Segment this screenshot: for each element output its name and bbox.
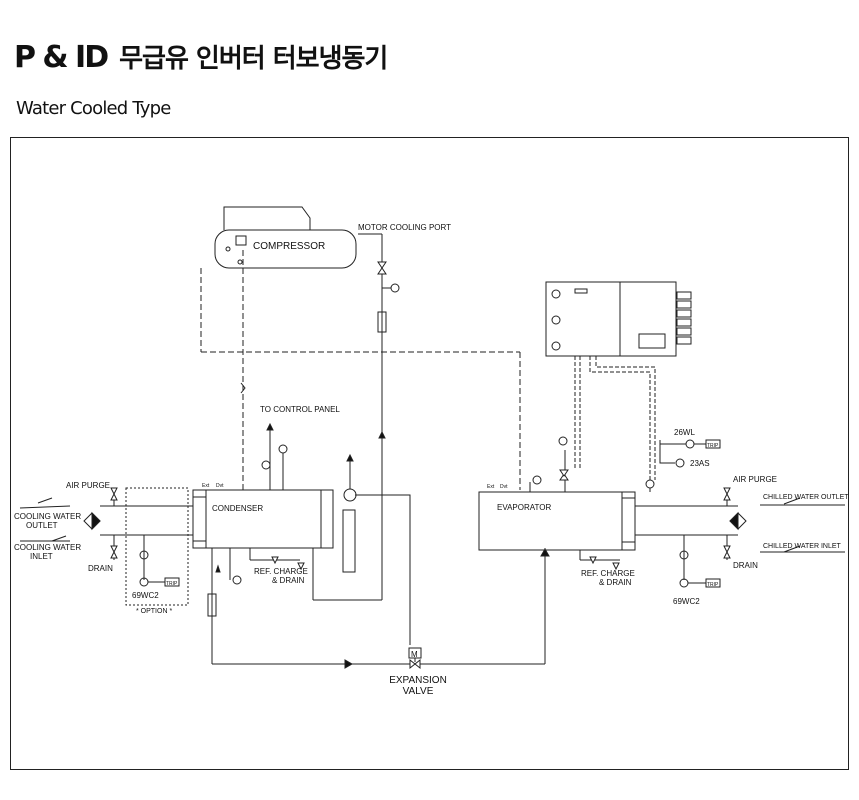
option-box	[125, 487, 189, 606]
diagram-frame	[10, 137, 849, 770]
drain-left-label: DRAIN	[88, 564, 113, 573]
drain-right-label: DRAIN	[733, 561, 758, 570]
dvt-label-cond: Dvt	[216, 483, 224, 489]
cooling-water-outlet-label-2: OUTLET	[26, 521, 58, 530]
compressor-label: COMPRESSOR	[253, 241, 325, 252]
switch-23as-label: 23AS	[690, 459, 710, 468]
sight-glass	[343, 488, 357, 502]
filter-icon	[377, 311, 387, 333]
cooling-water-inlet-label-2: INLET	[30, 552, 53, 561]
motor-symbol: M	[411, 650, 418, 659]
receiver-tank	[342, 509, 356, 573]
title-prefix: P & ID	[14, 40, 109, 75]
air-purge-left-label: AIR PURGE	[66, 481, 110, 490]
trip-label-top: TRIP	[707, 443, 719, 449]
trip-label-right: TRIP	[707, 582, 719, 588]
evaporator-label: EVAPORATOR	[497, 503, 551, 512]
chilled-water-inlet-label: CHILLED WATER INLET	[763, 543, 842, 550]
option-label: * OPTION *	[136, 608, 172, 615]
ref-charge-left-label-2: & DRAIN	[272, 576, 305, 585]
ext-label-evap: Ext	[487, 484, 495, 490]
evaporator-vessel[interactable]	[478, 436, 636, 571]
switch-left-label: 69WC2	[132, 591, 159, 600]
level-switch-26wl-label: 26WL	[674, 428, 695, 437]
expansion-valve-label-1: EXPANSION	[389, 675, 447, 686]
switch-right-label: 69WC2	[673, 597, 700, 606]
evaporator-water-piping	[635, 487, 845, 588]
motor-cooling-port-label: MOTOR COOLING PORT	[358, 223, 451, 232]
chilled-water-outlet-label: CHILLED WATER OUTLET	[763, 494, 849, 501]
dvt-label-evap: Dvt	[500, 484, 508, 490]
ref-charge-left-label-1: REF. CHARGE	[254, 567, 308, 576]
cooling-water-outlet-label-1: COOLING WATER	[14, 512, 81, 521]
condenser-water-piping	[19, 487, 193, 560]
ref-charge-right-label-2: & DRAIN	[599, 578, 632, 587]
page-subtitle: Water Cooled Type	[16, 98, 171, 119]
trip-label-left: TRIP	[166, 581, 178, 587]
hot-gas-line	[355, 494, 411, 645]
ref-charge-right-label-1: REF. CHARGE	[581, 569, 635, 578]
title-main: 무급유 인버터 터보냉동기	[119, 44, 388, 74]
to-control-panel-label: TO CONTROL PANEL	[260, 405, 340, 414]
control-panel[interactable]	[545, 281, 692, 357]
signal-lines	[574, 356, 656, 480]
compressor-unit[interactable]	[214, 206, 357, 269]
expansion-valve-label-2: VALVE	[403, 686, 434, 697]
motor-cooling-line	[377, 234, 400, 600]
page-title: P & ID 무급유 인버터 터보냉동기	[14, 38, 388, 75]
air-purge-right-label: AIR PURGE	[733, 475, 777, 484]
cooling-water-inlet-label-1: COOLING WATER	[14, 543, 81, 552]
condenser-vessel[interactable]	[192, 489, 334, 549]
dashed-break-mark	[240, 382, 246, 394]
expansion-valve[interactable]	[408, 647, 422, 670]
condenser-label: CONDENSER	[212, 504, 263, 513]
vent-lines	[200, 250, 521, 490]
filter-left	[207, 593, 217, 617]
ext-label-cond: Ext	[202, 483, 210, 489]
